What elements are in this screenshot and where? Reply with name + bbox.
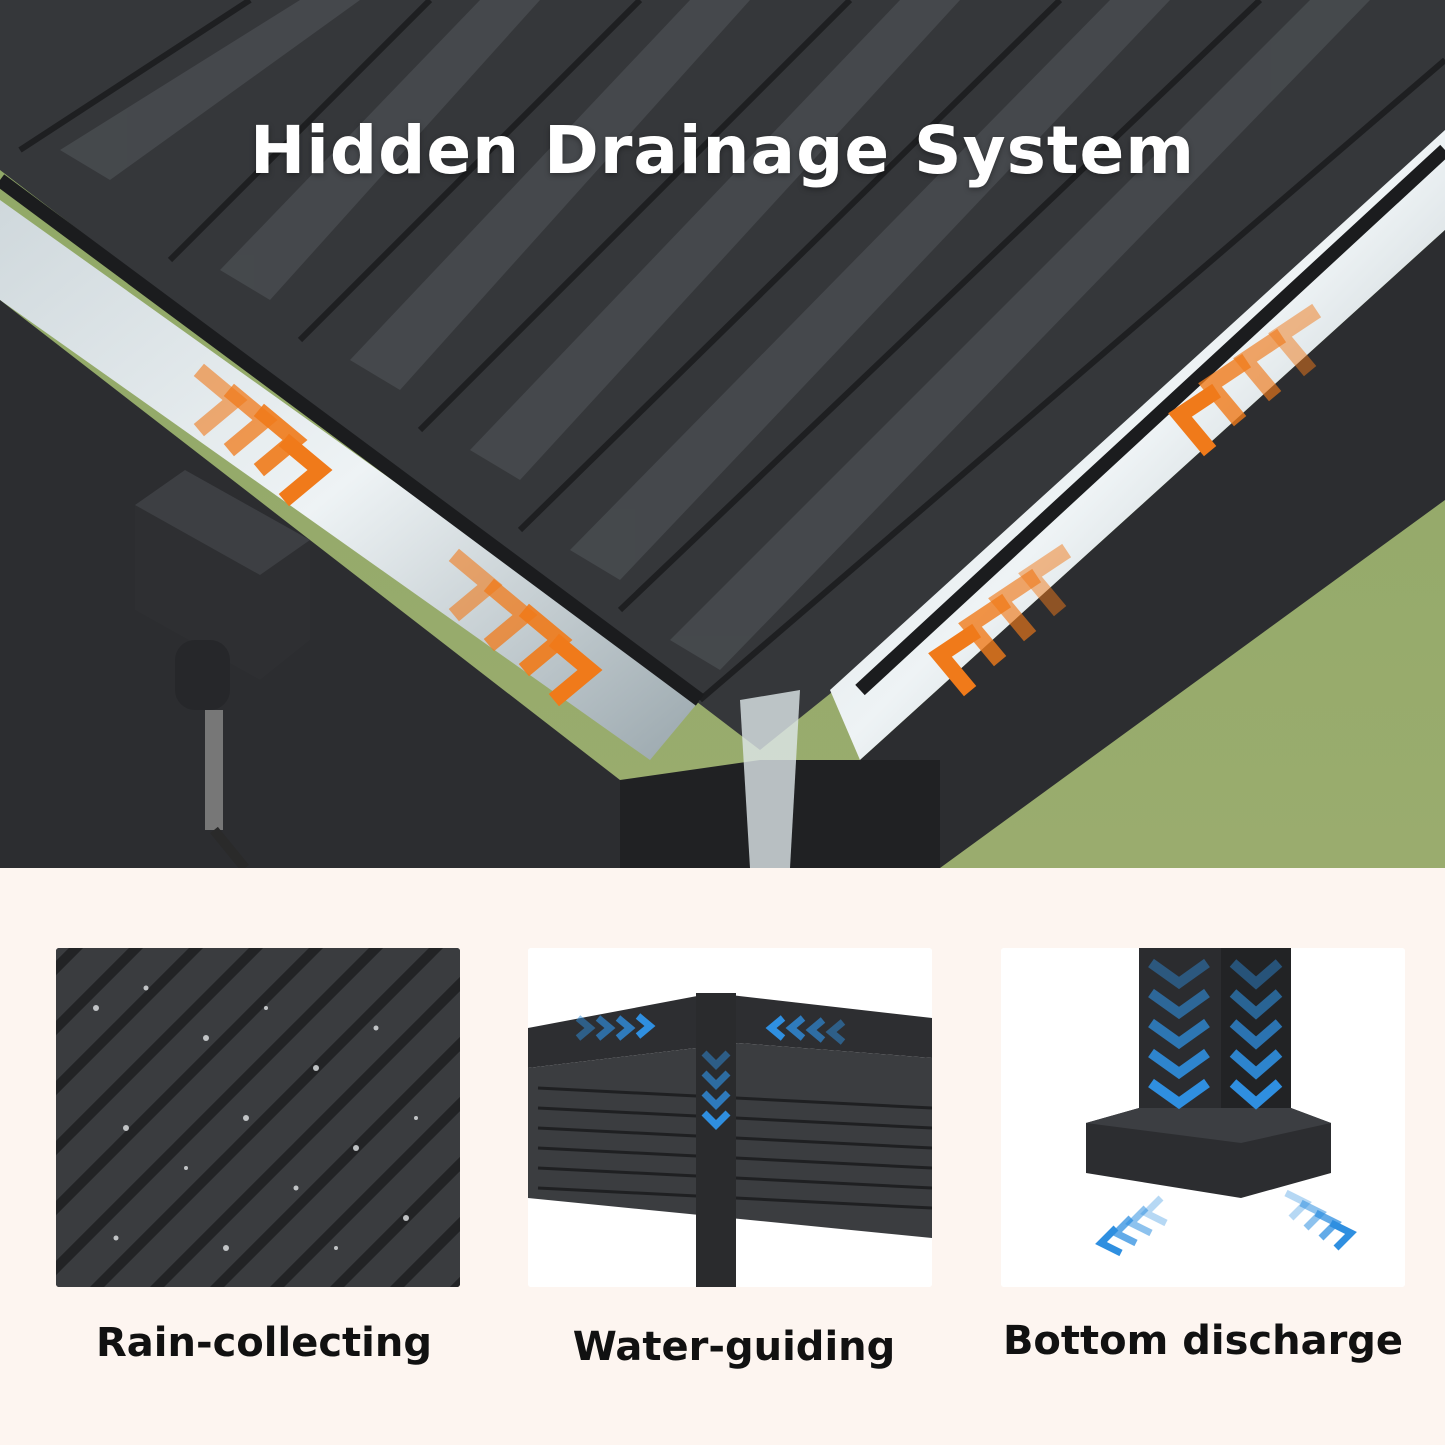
frame-arrows-image <box>528 948 932 1287</box>
page-title: Hidden Drainage System <box>249 112 1195 189</box>
caption-rain-collecting: Rain-collecting <box>96 1320 432 1366</box>
pergola-roof-illustration <box>0 0 1445 868</box>
louver-droplets-image <box>56 948 460 1287</box>
feature-section: Rain-collecting Water-guiding Bottom dis… <box>0 868 1445 1445</box>
hero-image: Hidden Drainage System <box>0 0 1445 868</box>
post-base-arrows-image <box>1001 948 1405 1287</box>
caption-bottom-discharge: Bottom discharge <box>1002 1318 1404 1364</box>
caption-water-guiding: Water-guiding <box>572 1324 896 1370</box>
